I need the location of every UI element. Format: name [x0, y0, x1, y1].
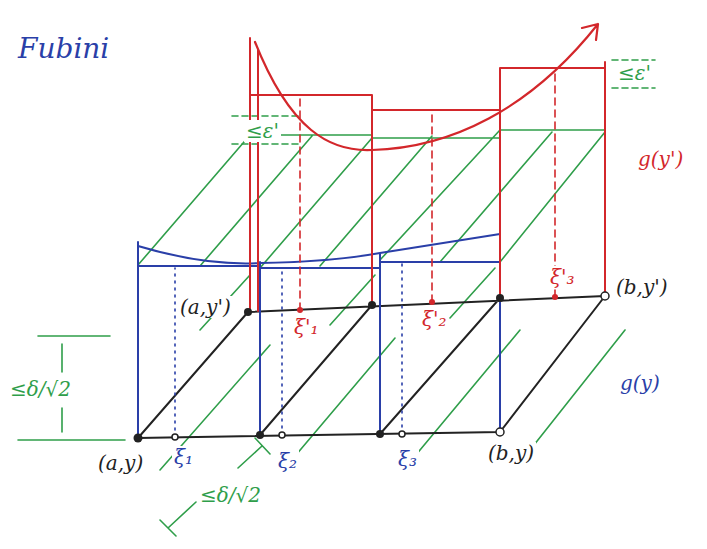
grid-point: [376, 430, 384, 438]
sample-label: ξ'₃: [548, 266, 577, 288]
function-label: g(y): [618, 372, 662, 394]
grid-point: [496, 428, 504, 436]
open-points: [172, 292, 609, 440]
sample-label: ξ'₂: [420, 308, 449, 330]
point-label: (b,y): [486, 442, 536, 464]
xi-dotted: [175, 262, 402, 437]
sample-point: [399, 431, 405, 437]
g-y-curve: [138, 234, 500, 263]
point-label: (a,y'): [178, 296, 233, 318]
base-grid: [138, 296, 605, 438]
sketch-title: Fubini: [16, 34, 111, 65]
g-y-prime-boxes: [250, 38, 605, 312]
sample-label: ξ₂: [276, 450, 299, 472]
green-hatch: [138, 130, 625, 470]
delta-bound: ≤δ/√2: [8, 378, 73, 400]
sample-label: ξ₁: [172, 446, 195, 468]
sample-point: [172, 434, 178, 440]
grid-point: [134, 434, 143, 443]
g-y-prime-curve: [255, 24, 598, 150]
sample-point: [297, 307, 303, 313]
sample-point: [429, 299, 435, 305]
sample-point: [279, 432, 285, 438]
delta-bound: ≤δ/√2: [198, 484, 263, 506]
grid-point: [244, 308, 252, 316]
function-label: g(y'): [636, 148, 685, 170]
sample-point: [552, 294, 558, 300]
xi-prime-dashed: [300, 70, 555, 310]
grid-points: [134, 294, 505, 443]
grid-point: [496, 294, 504, 302]
sample-label: ξ'₁: [292, 316, 321, 338]
sample-label: ξ₃: [396, 448, 419, 470]
grid-point: [368, 301, 376, 309]
point-label: (a,y): [96, 452, 145, 474]
g-y-boxes: [138, 232, 500, 438]
point-label: (b,y'): [614, 276, 670, 298]
epsilon-bound: ≤ε': [244, 120, 281, 142]
grid-point: [256, 431, 264, 439]
epsilon-ticks: [232, 60, 655, 144]
epsilon-bound: ≤ε': [616, 62, 653, 84]
grid-point: [601, 292, 609, 300]
